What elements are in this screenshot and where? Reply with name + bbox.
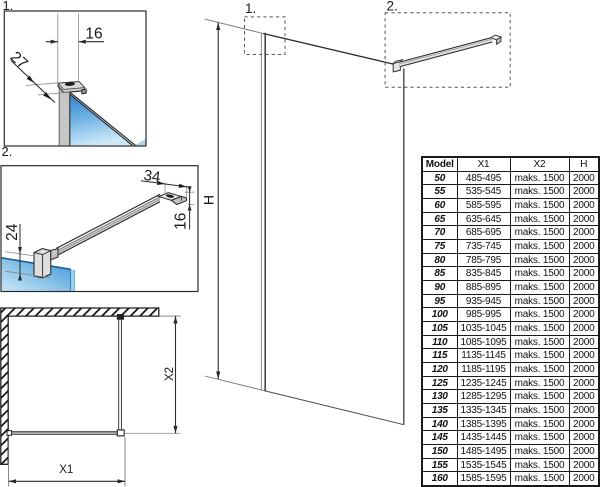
svg-text:34: 34 <box>143 167 162 186</box>
svg-text:27: 27 <box>7 48 31 72</box>
svg-text:2.: 2. <box>2 144 13 159</box>
svg-text:16: 16 <box>85 26 102 43</box>
svg-text:1.: 1. <box>3 0 14 13</box>
svg-text:X2: X2 <box>164 367 176 381</box>
svg-text:16: 16 <box>172 213 189 230</box>
svg-text:24: 24 <box>4 223 21 241</box>
svg-text:H: H <box>201 195 217 205</box>
svg-text:1.: 1. <box>245 1 256 16</box>
svg-text:X1: X1 <box>59 464 73 476</box>
svg-text:2.: 2. <box>387 0 398 13</box>
